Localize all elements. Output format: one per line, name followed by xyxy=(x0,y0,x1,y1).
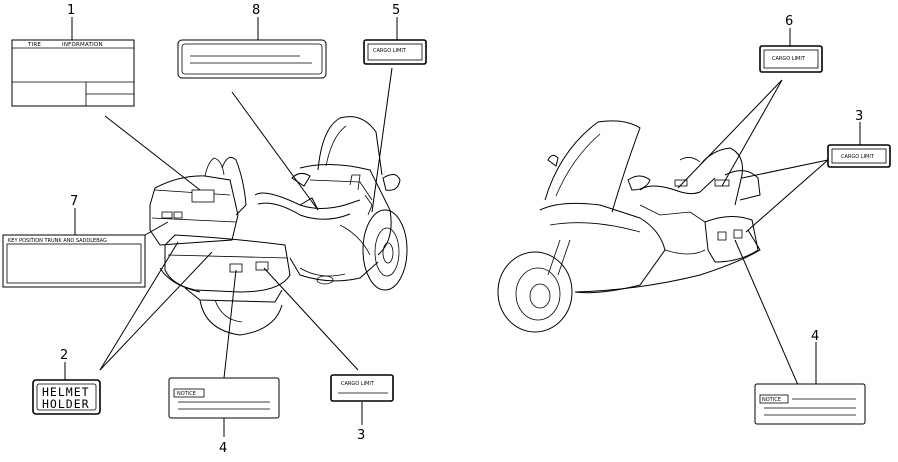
callout-8: 8 xyxy=(252,3,260,18)
callout-2: 2 xyxy=(60,348,68,363)
notice-label-a: NOTICE xyxy=(168,377,280,419)
callout-3b: 3 xyxy=(855,109,863,124)
callout-4b: 4 xyxy=(811,329,819,344)
cargo-limit-label-3b: CARGO LIMIT xyxy=(827,144,891,168)
cargo-limit-label-3a: CARGO LIMIT xyxy=(330,374,394,402)
key-position-text: KEY POSITION TRUNK AND SADDLEBAG xyxy=(8,238,107,244)
notice-a-text: NOTICE xyxy=(177,391,196,397)
callout-7: 7 xyxy=(70,194,78,209)
callout-4a: 4 xyxy=(219,441,227,456)
helmet-line-1: HELMET xyxy=(42,385,90,399)
notice-b-text: NOTICE xyxy=(762,397,781,403)
cargo-limit-6-text: CARGO LIMIT xyxy=(772,56,806,62)
motorcycle-left-illustration xyxy=(149,116,408,336)
notice-label-b: NOTICE xyxy=(754,383,866,425)
label-8-plate xyxy=(177,39,327,79)
callout-1: 1 xyxy=(67,3,75,18)
helmet-holder-label: HELMET HOLDER xyxy=(32,379,101,415)
helmet-line-2: HOLDER xyxy=(42,397,90,411)
tire-label-text-right: INFORMATION xyxy=(62,42,103,48)
leader-lines xyxy=(64,17,861,437)
cargo-limit-label-5: CARGO LIMIT xyxy=(363,39,427,65)
callout-3a: 3 xyxy=(357,428,365,443)
key-position-label: KEY POSITION TRUNK AND SADDLEBAG xyxy=(2,234,146,288)
tire-information-label: TIRE INFORMATION xyxy=(11,39,135,107)
cargo-limit-3b-text: CARGO LIMIT xyxy=(841,154,875,160)
cargo-limit-label-6: CARGO LIMIT xyxy=(759,45,823,73)
callout-6: 6 xyxy=(785,14,793,29)
motorcycle-right-illustration xyxy=(497,120,761,333)
cargo-limit-5-text: CARGO LIMIT xyxy=(373,48,407,54)
tire-label-text-left: TIRE xyxy=(27,42,41,48)
cargo-limit-3a-text: CARGO LIMIT xyxy=(341,381,375,387)
callout-5: 5 xyxy=(392,3,400,18)
